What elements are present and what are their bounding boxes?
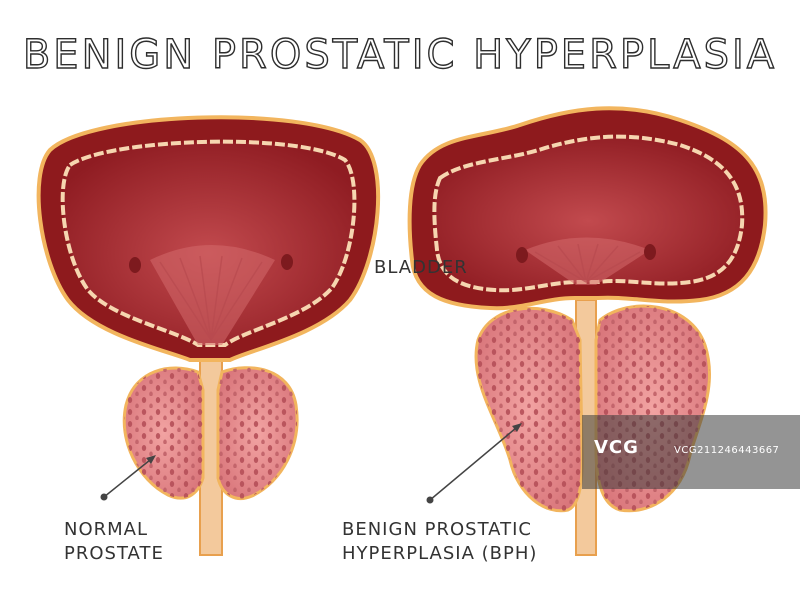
- normal-bladder-lumen: [60, 139, 357, 347]
- bph-pointer: [426, 423, 522, 504]
- watermark-id: VCG211246443667: [674, 445, 780, 456]
- watermark: VCG VCG211246443667: [582, 415, 800, 489]
- bph-bladder-lumen: [432, 134, 745, 293]
- bladder-label: BLADDER: [374, 257, 468, 278]
- bph-label: BENIGN PROSTATIC HYPERPLASIA (BPH): [342, 519, 538, 564]
- diagram-title: BENIGN PROSTATIC HYPERPLASIA: [22, 31, 778, 78]
- normal-prostate-label: NORMAL PROSTATE: [64, 519, 164, 564]
- normal-pointer: [100, 455, 156, 501]
- watermark-logo: VCG: [594, 437, 639, 458]
- normal-anatomy: [36, 115, 381, 556]
